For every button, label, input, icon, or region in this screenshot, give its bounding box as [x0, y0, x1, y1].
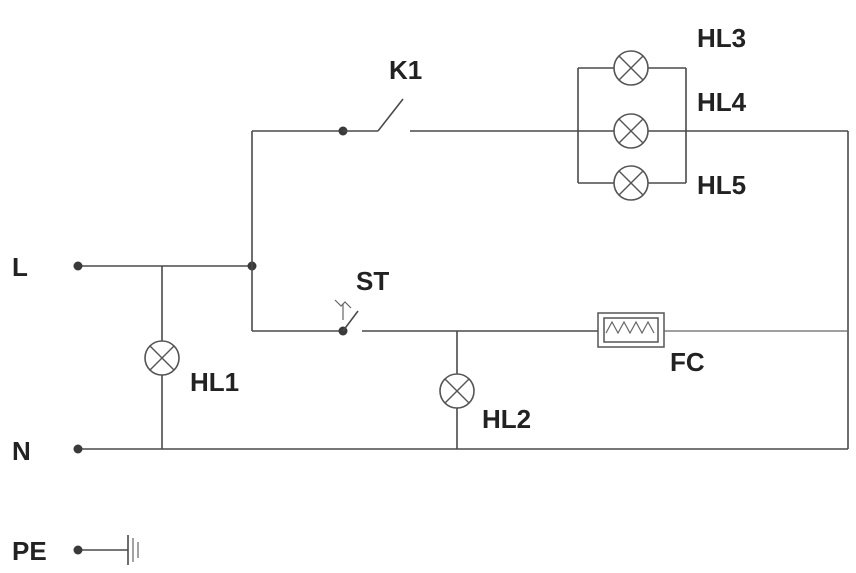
label-HL2: HL2 [482, 404, 531, 434]
lamp-HL3 [613, 50, 649, 86]
lamp-HL4 [613, 113, 649, 149]
line-N [73, 444, 848, 454]
label-FC: FC [670, 347, 705, 377]
label-L: L [12, 252, 28, 282]
lamp-HL5 [613, 165, 649, 201]
ground-PE [73, 535, 139, 565]
lamp-HL2 [439, 331, 475, 449]
switch-K1 [252, 98, 848, 136]
lamp-HL1 [144, 266, 180, 449]
label-HL5: HL5 [697, 170, 746, 200]
label-ST: ST [356, 266, 389, 296]
thermostat-ST [252, 299, 598, 336]
label-HL4: HL4 [697, 87, 747, 117]
heater-FC [597, 312, 848, 348]
line-L [73, 261, 257, 271]
label-HL3: HL3 [697, 23, 746, 53]
label-K1: K1 [389, 55, 422, 85]
label-HL1: HL1 [190, 367, 239, 397]
label-PE: PE [12, 536, 47, 566]
label-N: N [12, 436, 31, 466]
